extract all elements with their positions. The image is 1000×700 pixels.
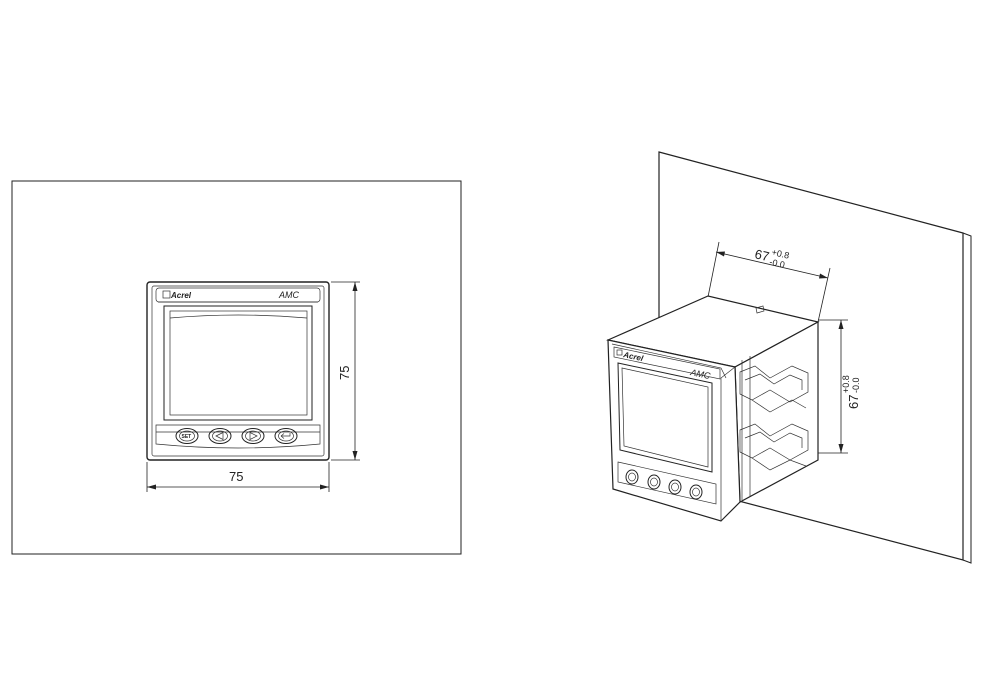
height-dimension: 75 <box>331 281 360 461</box>
cutout-width-dimension: 67 +0.8 -0.0 <box>707 241 831 323</box>
button-strip <box>155 424 321 449</box>
right-button[interactable] <box>241 428 265 444</box>
side-top-label-band <box>613 346 721 380</box>
display-screen <box>169 310 308 416</box>
side-right-button[interactable] <box>668 479 682 495</box>
model-text: AMC <box>278 290 300 300</box>
width-dimension-text: 75 <box>229 469 243 484</box>
height-dimension-text: 75 <box>337 366 352 380</box>
brand-logo-text: Acrel <box>170 291 192 300</box>
side-set-button[interactable] <box>625 469 639 485</box>
side-left-button[interactable] <box>647 474 661 490</box>
set-button[interactable]: SET <box>175 428 199 444</box>
side-display-window <box>617 362 713 473</box>
mounting-clips <box>739 356 809 500</box>
device-bezel <box>146 281 330 461</box>
brand-logo-icon <box>162 290 171 299</box>
mounted-device-body: Acrel AMC <box>606 295 820 522</box>
device-bezel-inner <box>151 285 325 457</box>
cutout-width-tol-plus: +0.8 <box>771 247 791 261</box>
left-button[interactable] <box>208 428 232 444</box>
cutout-height-base: 67 <box>846 395 861 409</box>
cutout-height-tol-plus: +0.8 <box>841 375 851 393</box>
display-window <box>163 305 313 421</box>
front-view: Acrel AMC SET <box>11 180 462 555</box>
cutout-height-tol-minus: -0.0 <box>851 377 861 393</box>
device-front-bezel <box>607 339 741 522</box>
cutout-height-dimension: 67 +0.8 -0.0 <box>818 319 861 454</box>
side-enter-button[interactable] <box>689 484 703 500</box>
enter-button[interactable] <box>274 428 298 444</box>
cutout-width-base: 67 <box>753 246 770 264</box>
side-view: 67 +0.8 -0.0 67 +0.8 -0.0 <box>606 151 972 564</box>
side-brand-logo-text: Acrel <box>622 350 645 363</box>
right-arrow-icon <box>249 431 258 441</box>
left-arrow-icon <box>215 431 224 441</box>
set-button-label: SET <box>182 434 192 440</box>
side-display-screen <box>621 367 709 468</box>
side-button-strip <box>617 461 717 505</box>
side-brand-logo-icon <box>616 349 623 356</box>
front-device: Acrel AMC SET <box>146 281 330 461</box>
front-view-frame <box>11 180 462 555</box>
width-dimension: 75 <box>146 462 330 492</box>
side-model-text: AMC <box>689 367 712 381</box>
enter-icon <box>280 433 291 439</box>
cutout-width-tol-minus: -0.0 <box>768 257 785 270</box>
